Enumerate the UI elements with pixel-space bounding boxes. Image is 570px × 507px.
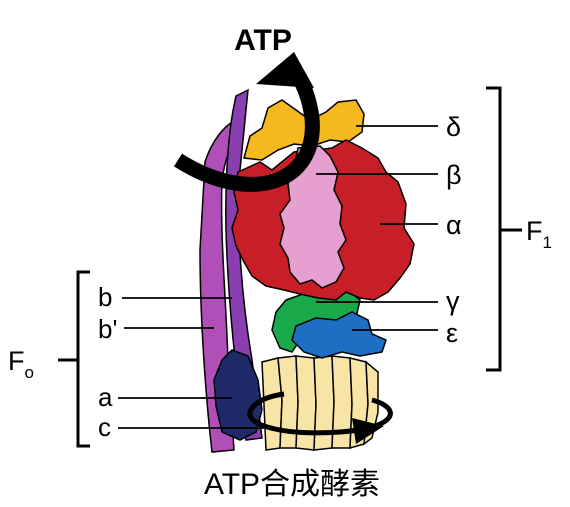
title: ATP (234, 24, 292, 57)
a-subunit (214, 350, 262, 440)
atp-arrowhead (256, 52, 314, 88)
f1-bracket (486, 88, 522, 370)
f1-label-sub: 1 (543, 233, 552, 252)
caption: ATP合成酵素 (204, 468, 380, 501)
alpha-label: α (446, 210, 462, 240)
fo-label-sub: o (25, 363, 34, 382)
epsilon-label: ε (446, 318, 458, 348)
f1-label: F1 (526, 216, 552, 252)
a-label: a (98, 382, 113, 412)
b-label: b (98, 282, 112, 312)
c-label: c (98, 412, 111, 442)
fo-label: Fo (8, 346, 34, 382)
delta-label: δ (446, 112, 461, 142)
b-prime-label: b' (98, 314, 117, 344)
beta-label: β (446, 160, 462, 190)
fo-label-main: F (8, 346, 25, 376)
fo-bracket (58, 272, 90, 446)
gamma-label: γ (446, 286, 460, 316)
f1-label-main: F (526, 216, 543, 246)
